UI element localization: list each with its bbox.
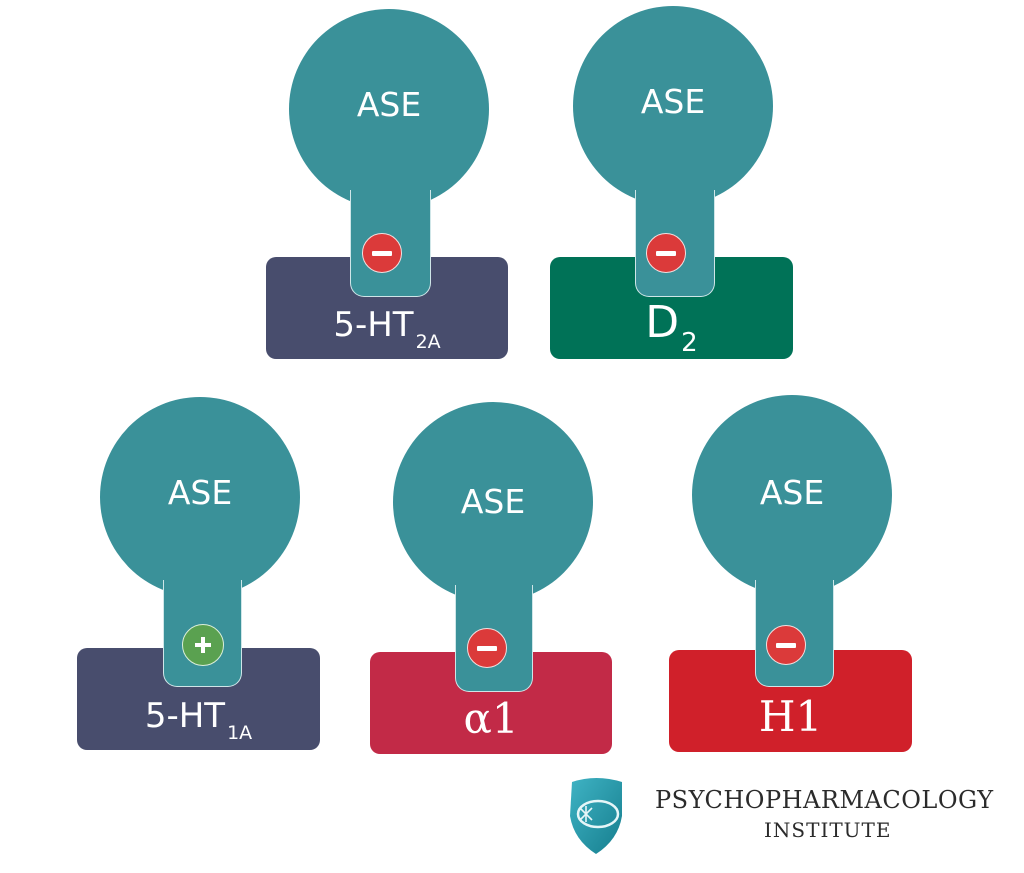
receptor-label-h1: H1 <box>758 692 823 741</box>
minus-badge-icon <box>646 233 686 273</box>
ligand-label: ASE <box>356 85 422 124</box>
minus-badge-icon <box>766 625 806 665</box>
receptor-label-alpha1: α1 <box>463 694 519 743</box>
receptor-label-d2: D2 <box>645 297 698 358</box>
shield-neuron-icon <box>570 778 622 854</box>
minus-badge-icon <box>362 233 402 273</box>
ligand-circle-5: ASE <box>692 395 892 595</box>
ligand-label: ASE <box>759 473 825 512</box>
ligand-circle-3: ASE <box>100 397 300 597</box>
plus-badge-icon <box>182 624 224 666</box>
logo-subtitle: INSTITUTE <box>764 818 892 842</box>
ligand-circle-4: ASE <box>393 402 593 602</box>
ligand-label: ASE <box>460 482 526 521</box>
ligand-label: ASE <box>640 82 706 121</box>
minus-badge-icon <box>467 628 507 668</box>
logo-title: PSYCHOPHARMACOLOGY <box>655 786 994 814</box>
ligand-circle-2: ASE <box>573 6 773 206</box>
ligand-label: ASE <box>167 473 233 512</box>
ligand-circle-1: ASE <box>289 9 489 209</box>
